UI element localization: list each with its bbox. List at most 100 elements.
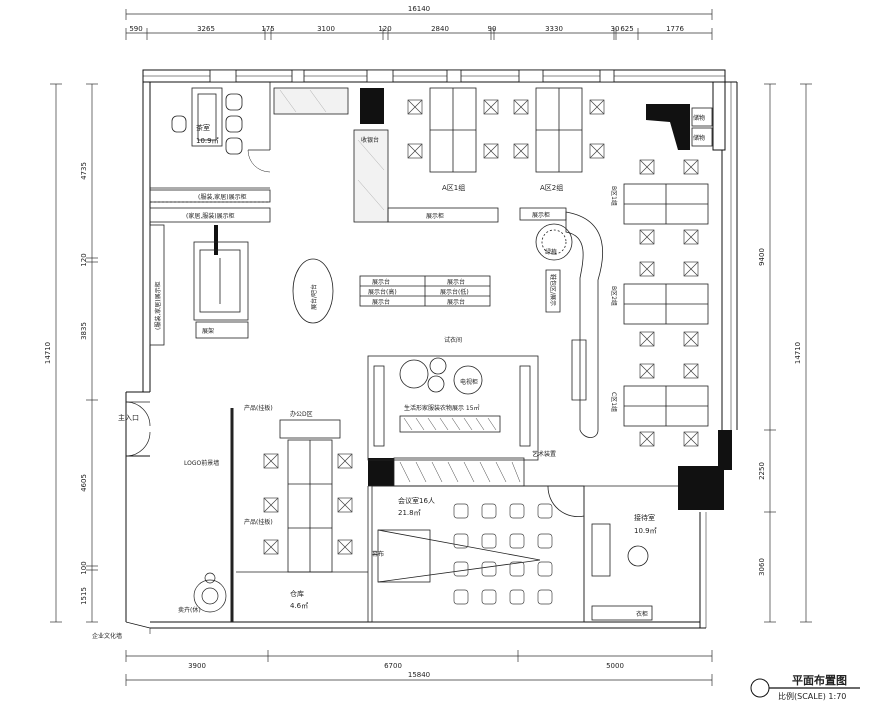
- a-zone-workstations: [429, 87, 583, 173]
- warehouse-label: 仓库: [290, 589, 304, 598]
- logo-wall-label: LOGO前景墙: [184, 459, 219, 467]
- cashier-label: 收银台: [361, 136, 379, 144]
- plant-icon: [193, 572, 227, 613]
- group-b1-label: B区1组: [610, 186, 618, 206]
- reception-label: 接待室: [634, 513, 655, 522]
- center-table-label: 展示台(高): [368, 288, 397, 296]
- display-cabinet-label: 展示柜: [426, 212, 444, 220]
- display-cabinet: [387, 207, 499, 223]
- dim-top-seg: 625: [620, 25, 633, 33]
- chair-icon: [639, 159, 699, 447]
- dim-top-seg: 3265: [197, 25, 215, 33]
- center-table-label: 展示台: [372, 298, 390, 306]
- dim-left-seg: 3835: [80, 322, 88, 340]
- oval-display-label: 展台/吧台: [310, 284, 318, 310]
- dim-bottom-seg: 6700: [384, 662, 402, 670]
- culture-wall-label: 企业文化墙: [92, 632, 122, 640]
- dim-top-seg: 175: [261, 25, 274, 33]
- center-table-label: 展示台: [372, 278, 390, 286]
- entrance-label-text: 主入口: [118, 413, 139, 422]
- display-rack-label: (家居,服装)展示柜: [186, 212, 235, 220]
- lounge-sofa: [193, 241, 249, 339]
- lounge-label: 卖卉(休): [178, 606, 201, 614]
- warehouse-area: 4.6㎡: [290, 602, 308, 610]
- dim-right-seg: 3060: [758, 558, 766, 576]
- dim-right-seg: 2250: [758, 462, 766, 480]
- group-c1-label: C区1组: [610, 392, 618, 412]
- drawing-title: 平面布置图: [792, 673, 847, 687]
- dim-top-seg: 3100: [317, 25, 335, 33]
- dim-left-total: 14710: [44, 342, 52, 364]
- dim-top-seg: 90: [488, 25, 497, 33]
- shelf-label: 展架: [202, 327, 214, 335]
- products-bottom-label: 产品(挂板): [244, 518, 273, 526]
- chair-icon: [453, 503, 553, 605]
- dim-top-seg: 590: [129, 25, 142, 33]
- structural-columns: [360, 88, 732, 510]
- plant-label: 绿植: [545, 248, 557, 256]
- center-table-label: 展示台: [447, 278, 465, 286]
- group-a1-label: A区1组: [442, 183, 465, 192]
- dim-top-seg: 30: [611, 25, 620, 33]
- dim-right-seg: 9400: [758, 248, 766, 266]
- reception-room: [547, 485, 678, 622]
- display-racks-left: [149, 189, 271, 223]
- curved-display-wall: [535, 211, 604, 438]
- chair-icon: [407, 99, 605, 159]
- tea-room-label: 茶室: [196, 123, 210, 132]
- display-cabinet: [519, 207, 567, 221]
- meeting-room-label: 会议室16人: [398, 496, 435, 505]
- dim-bottom-seg: 5000: [606, 662, 624, 670]
- coat-label: 衣柜: [636, 610, 648, 618]
- center-display-tables: [359, 275, 491, 307]
- vertical-display-label: (服装,家居)展示柜: [154, 281, 162, 330]
- office-d-zone: [230, 408, 369, 622]
- lower-partition: [368, 457, 584, 487]
- storage-boxes: [691, 107, 713, 147]
- shoes-display-label: 鞋包区/展示: [549, 274, 557, 306]
- center-table-label: 展示台: [447, 298, 465, 306]
- reception-area: 10.9㎡: [634, 527, 657, 535]
- chair-icon: [263, 453, 353, 555]
- dim-left-seg: 1515: [80, 587, 88, 605]
- vertical-display: [149, 224, 165, 346]
- products-top-label: 产品(挂板): [244, 404, 273, 412]
- art-sign-label: 艺术装置: [532, 450, 556, 458]
- storage-label: 储物: [693, 114, 705, 122]
- entrance-door: [125, 401, 151, 457]
- dim-bottom-total: 15840: [408, 671, 430, 679]
- outer-walls: [125, 69, 738, 629]
- bc-zone-workstations: [623, 183, 709, 427]
- dim-top-seg: 3330: [545, 25, 563, 33]
- dim-left-seg: 120: [80, 253, 88, 266]
- display-rack-label: (服装,家居)展示柜: [198, 193, 247, 201]
- tea-room-area: 10.9㎡: [196, 137, 219, 145]
- storage-label: 储物: [693, 134, 705, 142]
- tea-room: [150, 82, 271, 189]
- lifestyle-display-label: 生活形家服装农物展示 15㎡: [404, 404, 480, 412]
- partition: [214, 225, 218, 255]
- entrance-label: 主入口: [118, 413, 139, 422]
- fitting-room-label: 试衣间: [444, 336, 462, 344]
- dim-left-seg: 100: [80, 561, 88, 574]
- center-table-label: 展示台(低): [440, 288, 469, 296]
- meeting-room-area: 21.8㎡: [398, 509, 421, 517]
- dim-bottom-seg: 3900: [188, 662, 206, 670]
- office-d-label: 办公D区: [290, 410, 313, 418]
- shelf-hatching: [403, 417, 497, 431]
- title-block: [750, 678, 860, 698]
- lifestyle-display: [367, 355, 539, 461]
- dim-right-total: 14710: [794, 342, 802, 364]
- tv-label: 电视柜: [460, 378, 478, 386]
- oval-display-table: [292, 258, 334, 324]
- meeting-room: [371, 485, 585, 623]
- group-a2-label: A区2组: [540, 183, 563, 192]
- dimension-texts: 16140 590 3265 175 3100 120 2840 90 3330…: [44, 5, 802, 679]
- dim-top-seg: 120: [378, 25, 391, 33]
- marble-counter: [273, 87, 389, 223]
- dimension-lines: [50, 9, 812, 686]
- dim-left-seg: 4605: [80, 474, 88, 492]
- dim-top-seg: 2840: [431, 25, 449, 33]
- display-cabinet-label: 展示柜: [532, 211, 550, 219]
